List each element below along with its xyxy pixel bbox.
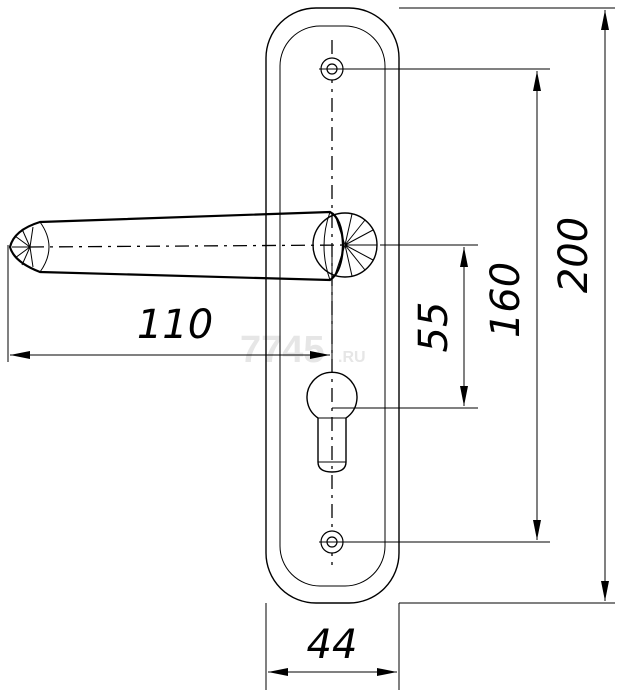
dim-label-lever-length: 110 [137, 302, 213, 348]
backplate-outer [265, 7, 400, 604]
lever-tip [12, 226, 34, 268]
backplate-inner [279, 25, 386, 587]
dim-label-screw-spacing: 160 [483, 262, 529, 338]
watermark-text: 7745 [240, 329, 325, 371]
dim-label-plate-width: 44 [307, 622, 358, 668]
dimension-lines [10, 10, 609, 676]
dim-label-plate-height: 200 [551, 217, 597, 293]
watermark: 7745 .RU [240, 329, 366, 371]
extension-lines [7, 7, 615, 690]
dim-label-handle-to-cylinder: 55 [411, 302, 457, 353]
key-cylinder [306, 371, 358, 473]
watermark-suffix: .RU [338, 349, 366, 366]
rosette-ribs [334, 213, 377, 277]
lever-handle [8, 210, 378, 282]
